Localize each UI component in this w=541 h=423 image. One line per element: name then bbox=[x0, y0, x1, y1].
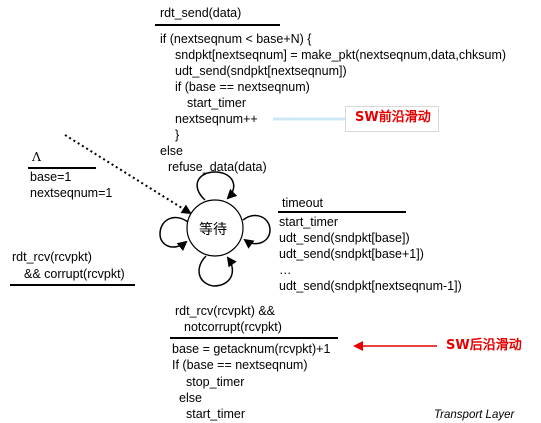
timeout-line-4: udt_send(sndpkt[nextseqnum-1]) bbox=[279, 279, 462, 293]
send-line-2: udt_send(sndpkt[nextseqnum]) bbox=[175, 64, 347, 78]
self-loop-top bbox=[196, 171, 238, 201]
corrupt-event-line2: && corrupt(rcvpkt) bbox=[24, 267, 125, 281]
front-callout-label: SW前沿滑动 bbox=[355, 110, 431, 125]
self-loop-left bbox=[159, 216, 189, 251]
init-event-divider bbox=[28, 167, 96, 169]
send-line-7: else bbox=[160, 144, 183, 158]
self-loop-bottom bbox=[198, 255, 237, 287]
corrupt-event-divider bbox=[10, 284, 135, 286]
front-callout-box bbox=[345, 106, 439, 132]
ack-line-1: If (base == nextseqnum) bbox=[172, 358, 308, 372]
timeout-line-1: udt_send(sndpkt[base]) bbox=[279, 231, 410, 245]
send-line-1: sndpkt[nextseqnum] = make_pkt(nextseqnum… bbox=[175, 48, 507, 62]
send-line-6: } bbox=[175, 128, 180, 142]
ack-line-0: base = getacknum(rcvpkt)+1 bbox=[172, 342, 331, 356]
ack-event-divider bbox=[170, 337, 338, 339]
timeout-line-3: … bbox=[279, 263, 292, 277]
send-event-label: rdt_send(data) bbox=[160, 6, 242, 20]
send-line-5: nextseqnum++ bbox=[175, 112, 258, 126]
ack-line-2: stop_timer bbox=[186, 375, 245, 389]
send-event-divider bbox=[155, 24, 280, 26]
wait-state-circle bbox=[186, 199, 244, 257]
ack-line-4: start_timer bbox=[186, 407, 246, 421]
back-callout-label: SW后沿滑动 bbox=[446, 338, 522, 353]
send-line-8: refuse_data(data) bbox=[168, 160, 267, 174]
ack-line-3: else bbox=[179, 391, 202, 405]
self-loop-right bbox=[242, 214, 271, 249]
wait-state-label: 等待 bbox=[199, 222, 227, 238]
ack-event-line1: rdt_rcv(rcvpkt) && bbox=[175, 304, 276, 318]
timeout-event-label: timeout bbox=[282, 196, 323, 210]
init-line-0: base=1 bbox=[30, 170, 72, 184]
ack-event-line2: notcorrupt(rcvpkt) bbox=[184, 320, 282, 334]
footer-label: Transport Layer bbox=[434, 409, 515, 421]
init-line-1: nextseqnum=1 bbox=[30, 186, 113, 200]
timeout-line-0: start_timer bbox=[279, 215, 339, 229]
send-line-0: if (nextseqnum < base+N) { bbox=[160, 32, 312, 46]
corrupt-event-line1: rdt_rcv(rcvpkt) bbox=[12, 250, 92, 264]
init-event-label: Λ bbox=[32, 149, 42, 164]
send-line-3: if (base == nextseqnum) bbox=[175, 80, 310, 94]
send-line-4: start_timer bbox=[187, 96, 247, 110]
timeout-event-divider bbox=[278, 211, 406, 213]
timeout-line-2: udt_send(sndpkt[base+1]) bbox=[279, 247, 424, 261]
